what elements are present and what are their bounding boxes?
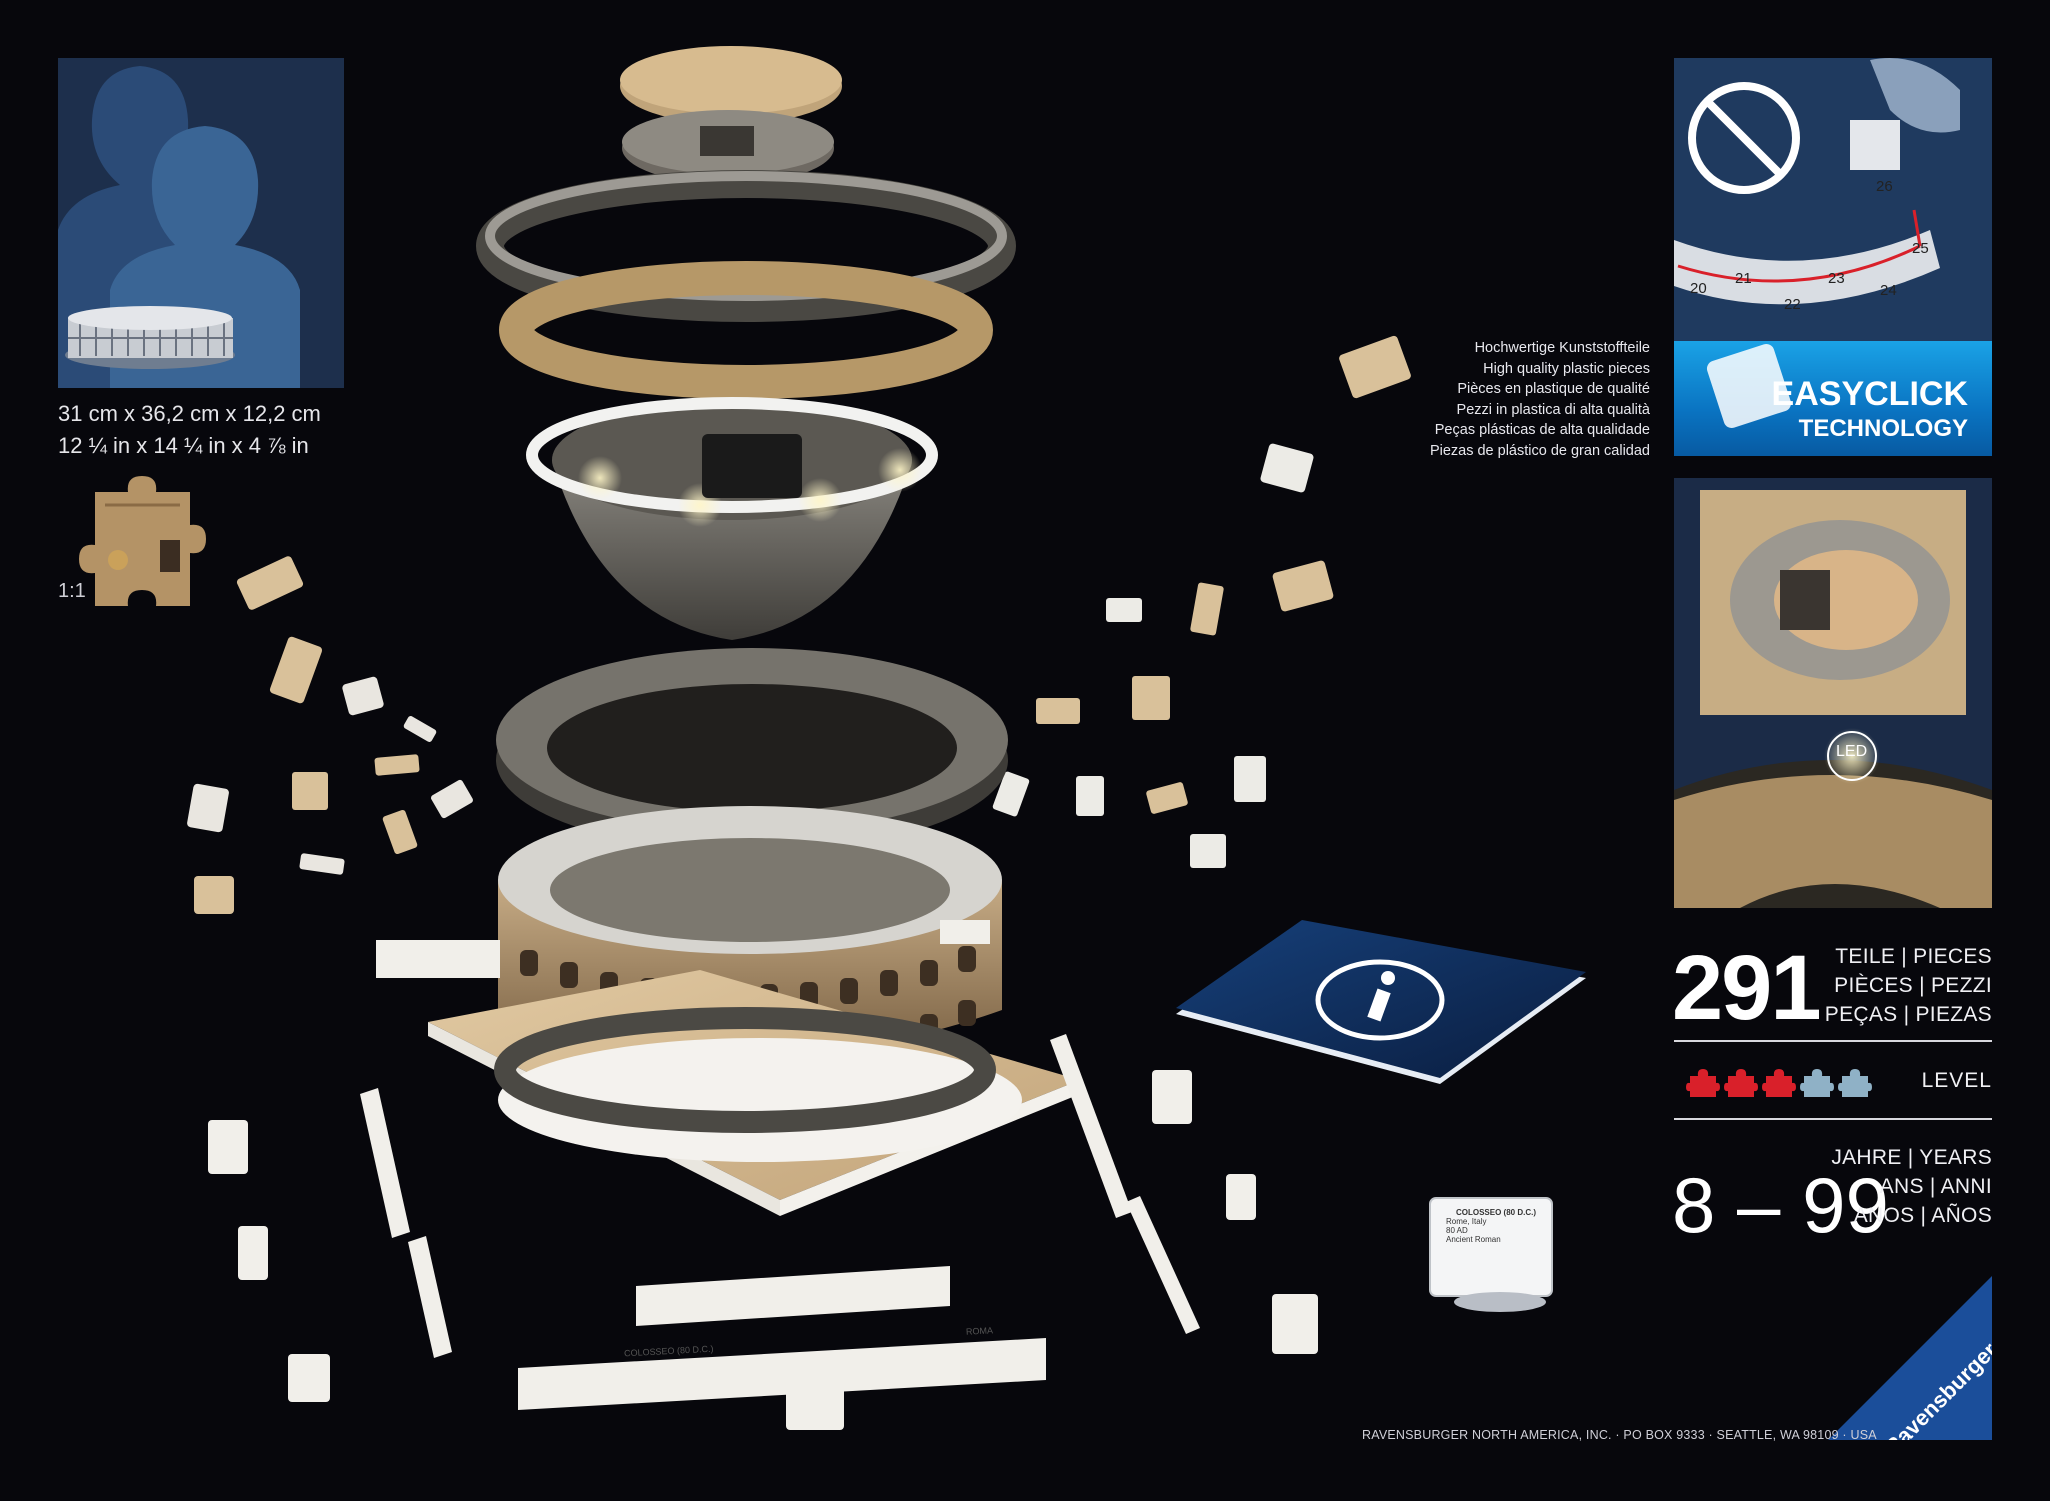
age-label-1: JAHRE | YEARS (1831, 1146, 1992, 1169)
info-card-line-1: Rome, Italy (1446, 1217, 1487, 1226)
easyclick-title: EASYCLICK (1771, 375, 1968, 413)
led-cone (526, 397, 938, 640)
pieces-label-1: TEILE | PIECES (1835, 945, 1992, 968)
easyclick-illustration (1674, 58, 1992, 341)
easyclick-banner: EASYCLICK TECHNOLOGY (1674, 341, 1992, 456)
plastic-line-en: High quality plastic pieces (1483, 360, 1650, 377)
instruction-booklet (1176, 920, 1586, 1084)
plastic-pieces-text: Hochwertige Kunststoffteile High quality… (1430, 338, 1650, 462)
colosseum-wall (498, 806, 1002, 1064)
model-dimensions: 31 cm x 36,2 cm x 12,2 cm 12 ¼ in x 14 ¼… (58, 398, 321, 462)
scale-label: 1:1 (58, 580, 86, 602)
level-indicator (1686, 1066, 1872, 1100)
piece-count: 291 (1672, 937, 1821, 1039)
scattered-pieces-left (187, 556, 473, 914)
piece-number-20: 20 (1690, 280, 1707, 297)
pieces-labels: TEILE | PIECES PIÈCES | PEZZI PEÇAS | PI… (1825, 942, 1992, 1029)
piece-number-22: 22 (1784, 296, 1801, 313)
info-card-line-2: 80 AD (1446, 1226, 1468, 1235)
level-piece-inactive-icon (1800, 1069, 1834, 1097)
level-label: LEVEL (1921, 1069, 1992, 1092)
level-piece-active-icon (1686, 1069, 1720, 1097)
info-card-text: COLOSSEO (80 D.C.) Rome, Italy 80 AD Anc… (1446, 1208, 1546, 1244)
piece-number-25: 25 (1912, 240, 1929, 257)
top-floor-discs (620, 46, 842, 184)
dimensions-imperial: 12 ¼ in x 14 ¼ in x 4 ⅞ in (58, 433, 309, 458)
front-panel-label-right: ROMA (965, 1325, 994, 1337)
age-label-3: ANOS | AÑOS (1853, 1204, 1992, 1227)
level-piece-active-icon (1724, 1069, 1758, 1097)
led-label: LED (1836, 743, 1868, 760)
sample-puzzle-piece (79, 476, 206, 606)
easyclick-subtitle: TECHNOLOGY (1798, 415, 1968, 442)
age-label-2: ANS | ANNI (1879, 1175, 1992, 1198)
age-labels: JAHRE | YEARS ANS | ANNI ANOS | AÑOS (1831, 1143, 1992, 1230)
plastic-line-es: Piezas de plástico de gran calidad (1429, 442, 1650, 459)
plastic-line-de: Hochwertige Kunststoffteile (1474, 340, 1650, 356)
info-stand-card (1429, 1197, 1553, 1312)
pieces-label-3: PEÇAS | PIEZAS (1824, 1003, 1992, 1026)
pieces-label-2: PIÈCES | PEZZI (1834, 974, 1992, 997)
piece-number-23: 23 (1828, 270, 1845, 287)
led-photo-illustration (1674, 478, 1992, 908)
level-piece-active-icon (1762, 1069, 1796, 1097)
plastic-line-it: Pezzi in plastica di alta qualità (1456, 401, 1650, 418)
plastic-line-fr: Pièces en plastique de qualité (1457, 381, 1650, 398)
piece-number-24: 24 (1880, 282, 1897, 299)
footer-address: RAVENSBURGER NORTH AMERICA, INC. · PO BO… (1362, 1428, 1877, 1442)
base-panels (208, 920, 1318, 1430)
info-card-title: COLOSSEO (80 D.C.) (1455, 1208, 1536, 1217)
puzzle-piece-icon (1704, 341, 1794, 431)
piece-number-21: 21 (1735, 270, 1752, 287)
ravensburger-logo: Ravensburger (1828, 1276, 1992, 1440)
top-ring (476, 170, 1016, 399)
dimensions-metric: 31 cm x 36,2 cm x 12,2 cm (58, 401, 321, 426)
ground-plate (428, 970, 1080, 1216)
piece-number-26: 26 (1876, 178, 1893, 195)
age-range: 8 – 99 (1672, 1161, 1889, 1249)
plastic-line-pt: Peças plásticas de alta qualidade (1434, 422, 1650, 439)
scattered-pieces-right (992, 335, 1411, 868)
silhouette-figures (58, 58, 344, 388)
divider-bottom (1674, 1118, 1992, 1120)
info-card-line-3: Ancient Roman (1446, 1235, 1501, 1244)
middle-ring (496, 648, 1008, 852)
divider-top (1674, 1040, 1992, 1042)
level-piece-inactive-icon (1838, 1069, 1872, 1097)
